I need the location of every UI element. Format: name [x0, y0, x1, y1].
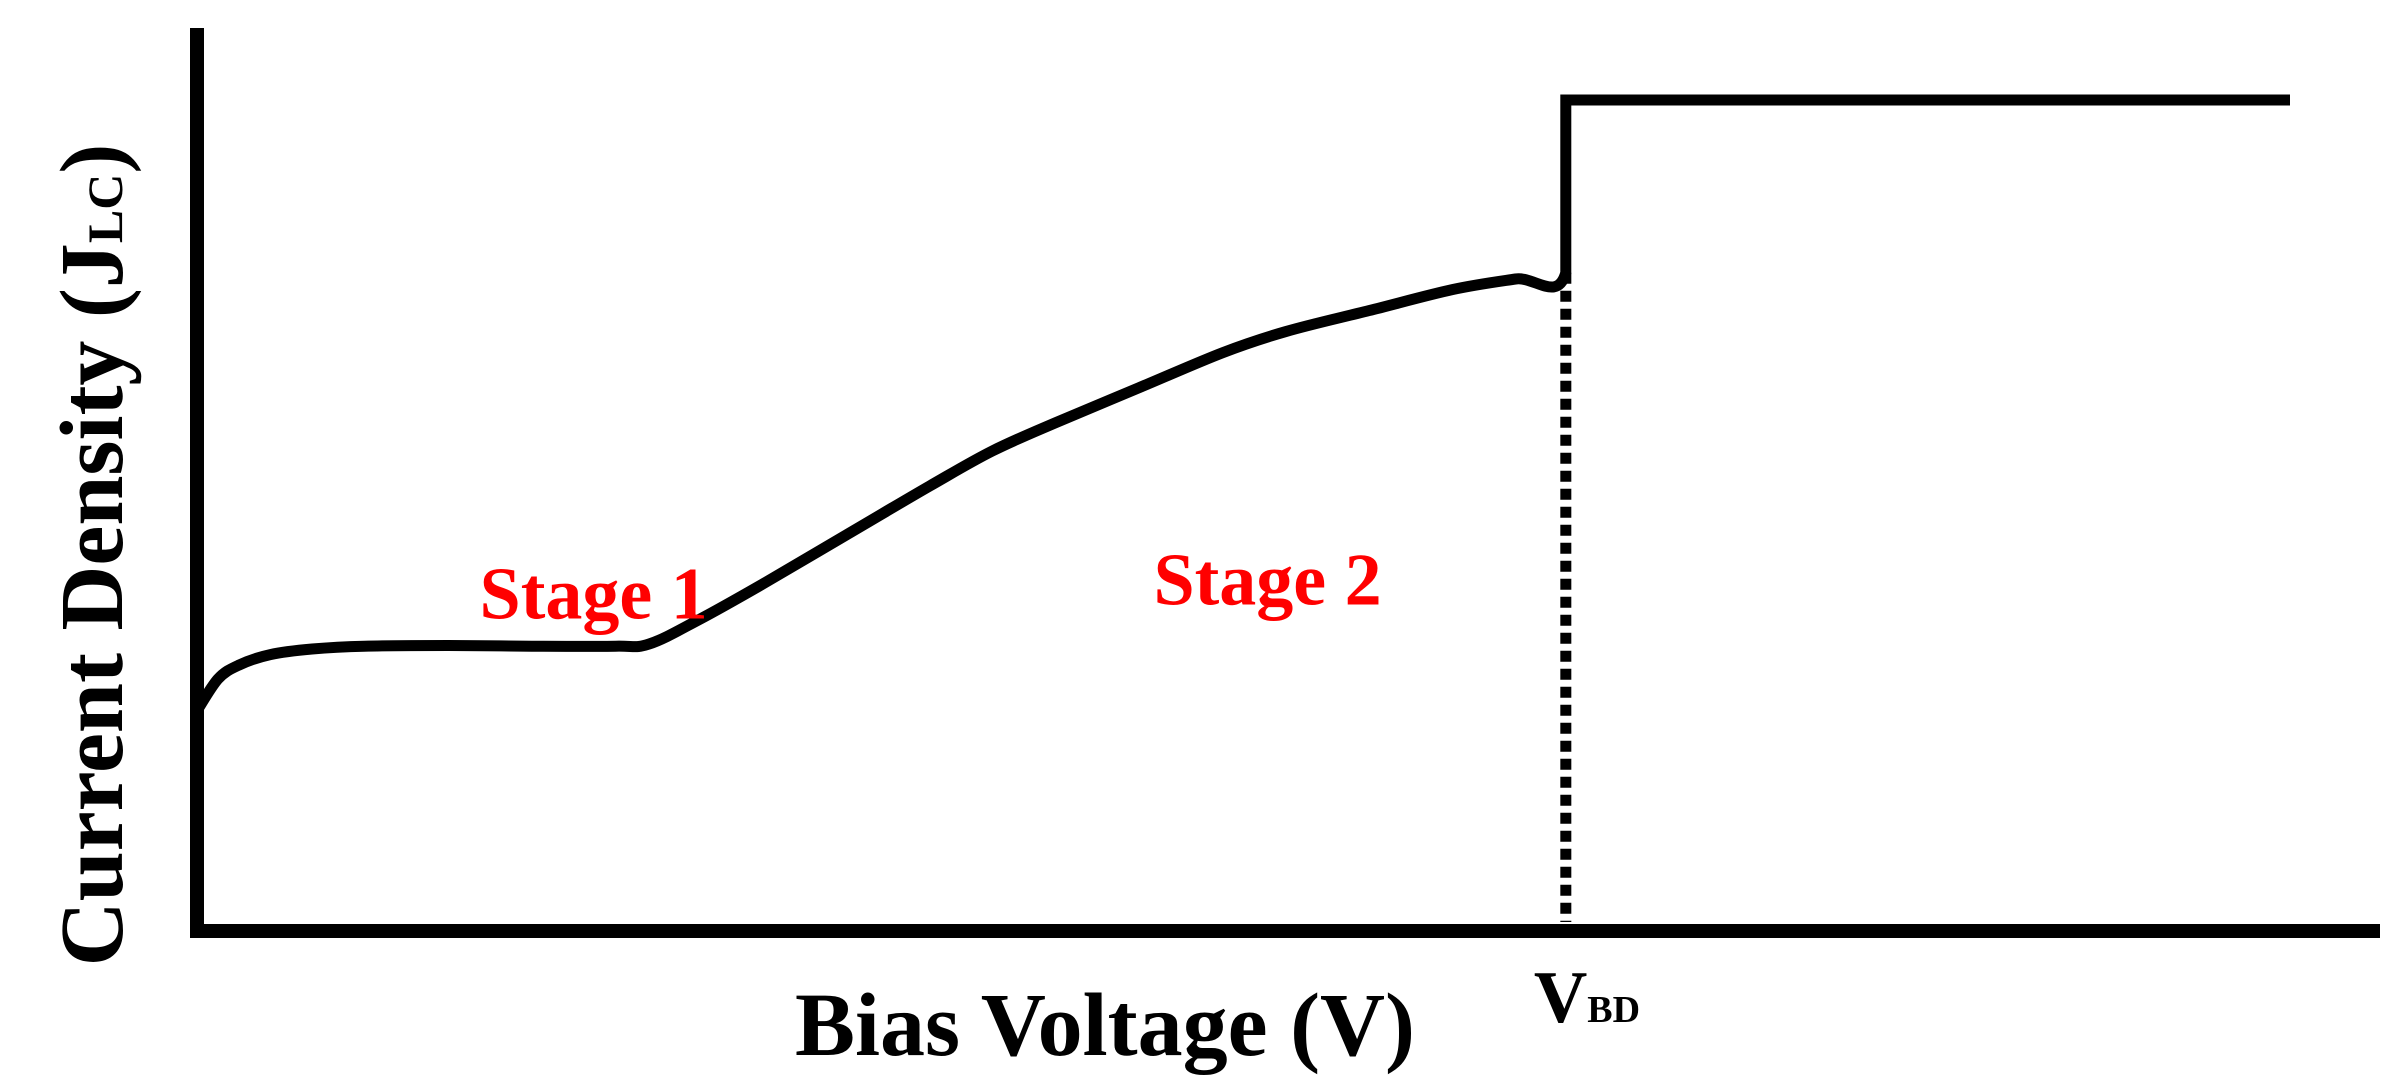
y-axis-title-main: Current Density (J: [43, 243, 142, 966]
vbd-label-sub: BD: [1587, 989, 1640, 1031]
x-axis-title: Bias Voltage (V): [795, 976, 1415, 1075]
vbd-marker-label: VBD: [1534, 957, 1640, 1039]
series-line-0: [192, 94, 2290, 714]
y-axis-title: Current Density (JLC): [43, 144, 142, 967]
plot-area: Stage 1 Stage 2: [190, 28, 2380, 938]
y-axis-title-close: ): [43, 144, 142, 174]
y-axis-title-sub: LC: [77, 174, 133, 243]
vbd-label-main: V: [1534, 957, 1587, 1039]
annotation-stage-2: Stage 2: [1154, 539, 1382, 621]
annotation-stage-1: Stage 1: [480, 553, 708, 635]
